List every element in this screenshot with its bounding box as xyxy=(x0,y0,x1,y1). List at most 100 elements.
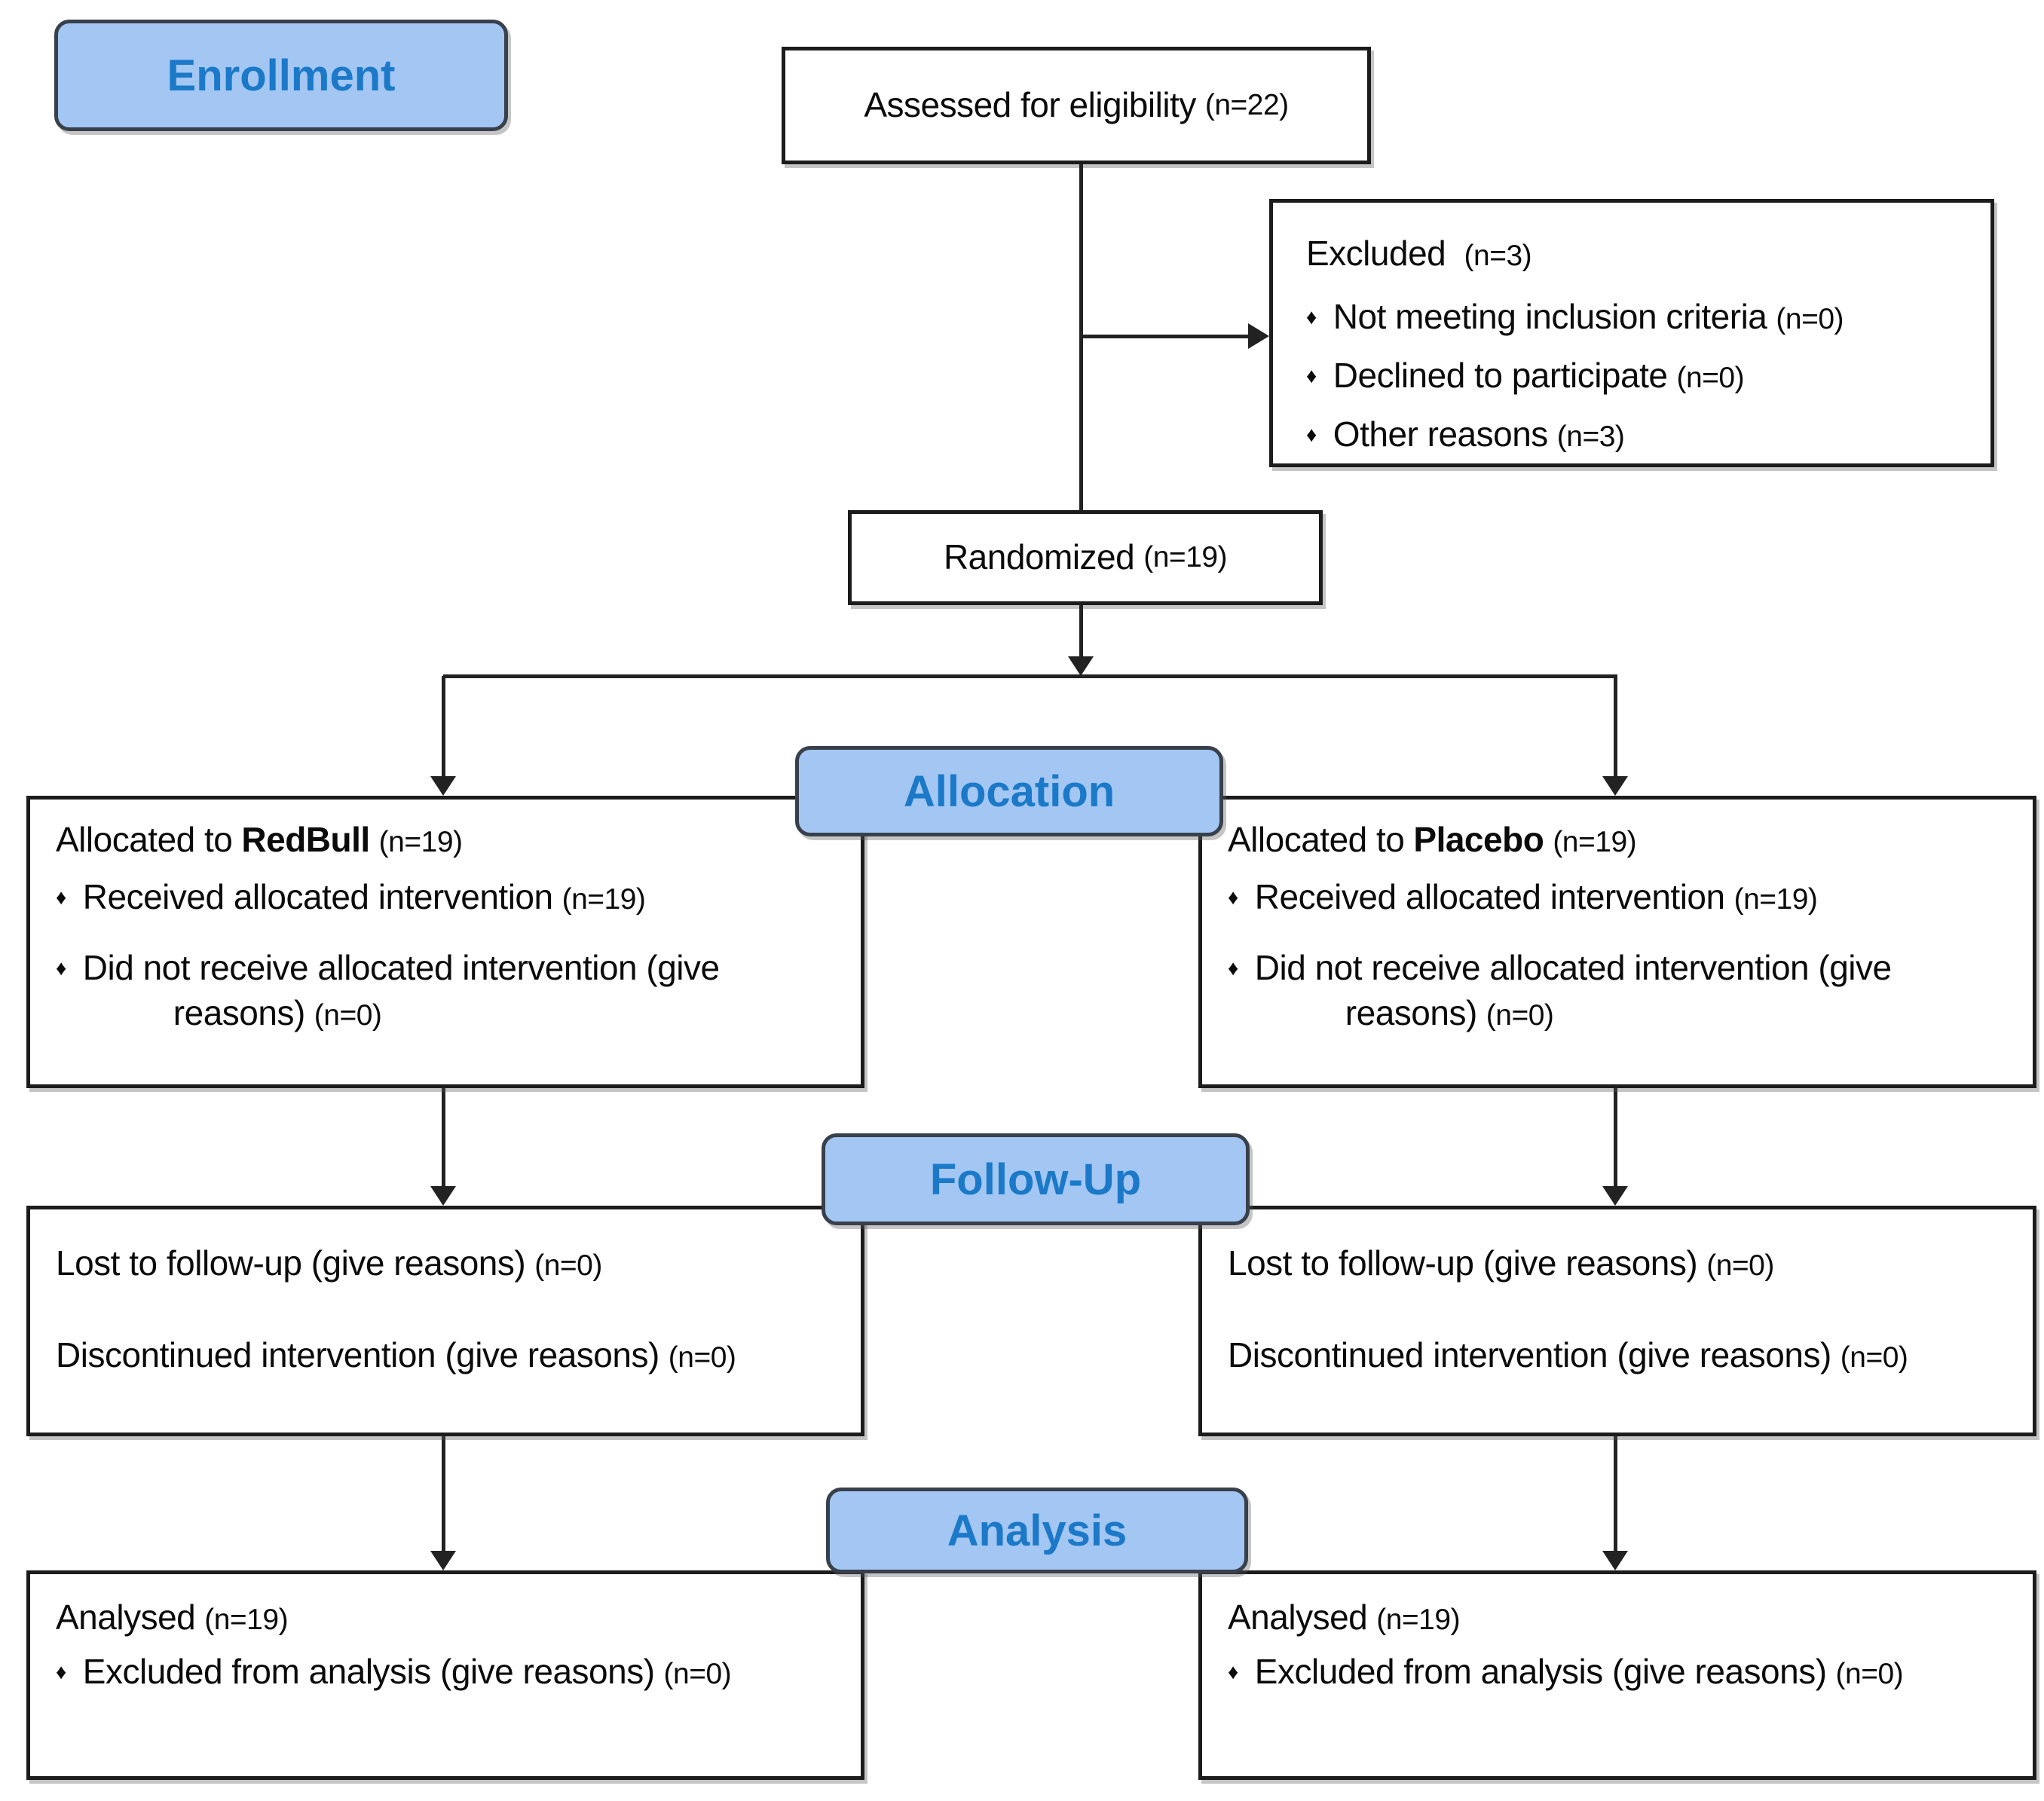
allocation-item-n: (n=19) xyxy=(561,882,646,916)
allocation-prefix: Allocated to xyxy=(56,820,233,859)
allocation-item: ♦ Received allocated intervention(n=19) xyxy=(1228,875,2010,920)
stage-label-text: Analysis xyxy=(947,1506,1128,1555)
bullet-diamond-icon: ♦ xyxy=(1306,363,1317,387)
arrow-down-icon xyxy=(1602,1186,1628,1206)
allocation-item: ♦ Received allocated intervention(n=19) xyxy=(56,875,838,920)
bullet-diamond-icon: ♦ xyxy=(1306,304,1317,329)
analysis-title-row: Analysed(n=19) xyxy=(56,1595,838,1640)
followup-line-n: (n=0) xyxy=(534,1249,602,1282)
followup-line-text: Lost to follow-up (give reasons) xyxy=(1228,1243,1698,1283)
allocation-arm: Placebo xyxy=(1413,820,1544,859)
stage-label-text: Enrollment xyxy=(167,50,396,100)
analysis-item-n: (n=0) xyxy=(1835,1657,1904,1690)
allocation-item-text: Received allocated intervention xyxy=(82,876,553,916)
bullet-diamond-icon: ♦ xyxy=(1306,422,1317,446)
analysis-title-row: Analysed(n=19) xyxy=(1228,1595,2010,1640)
followup-right-box: Lost to follow-up (give reasons)(n=0) Di… xyxy=(1198,1206,2036,1436)
excluded-n: (n=3) xyxy=(1464,240,1532,272)
analysis-item-text: Excluded from analysis (give reasons) xyxy=(1254,1651,1827,1691)
excluded-item-text: Not meeting inclusion criteria xyxy=(1333,296,1767,336)
bullet-diamond-icon: ♦ xyxy=(1228,885,1238,909)
stage-label-text: Allocation xyxy=(903,766,1115,816)
connector-line xyxy=(442,1436,445,1552)
analysis-title-n: (n=19) xyxy=(1376,1604,1461,1636)
connector-line xyxy=(1614,1436,1617,1552)
stage-label-allocation: Allocation xyxy=(795,746,1223,836)
assessed-n: (n=22) xyxy=(1204,89,1289,121)
allocation-item-n: (n=0) xyxy=(1486,998,1554,1032)
randomized-box: Randomized (n=19) xyxy=(848,510,1323,605)
assessed-box: Assessed for eligibility (n=22) xyxy=(782,47,1371,164)
allocation-item: ♦ Did not receive allocated intervention… xyxy=(56,946,838,1036)
allocation-item-text: Did not receive allocated intervention (… xyxy=(82,947,720,1032)
arrow-down-icon xyxy=(1602,1551,1628,1570)
analysis-item-text: Excluded from analysis (give reasons) xyxy=(82,1651,655,1691)
connector-line xyxy=(1081,335,1251,338)
arrow-down-icon xyxy=(430,1186,456,1206)
arrow-down-icon xyxy=(430,1551,456,1570)
connector-line xyxy=(442,676,445,777)
stage-label-followup: Follow-Up xyxy=(822,1133,1250,1225)
arrow-down-icon xyxy=(1068,656,1094,676)
allocation-item: ♦ Did not receive allocated intervention… xyxy=(1228,946,2010,1036)
followup-left-box: Lost to follow-up (give reasons)(n=0) Di… xyxy=(26,1206,864,1436)
bullet-diamond-icon: ♦ xyxy=(56,1659,66,1683)
analysis-title: Analysed xyxy=(56,1598,196,1637)
excluded-item: ♦ Not meeting inclusion criteria (n=0) xyxy=(1306,295,1968,340)
bullet-diamond-icon: ♦ xyxy=(56,885,66,909)
followup-line-n: (n=0) xyxy=(668,1341,736,1374)
followup-line: Discontinued intervention (give reasons)… xyxy=(56,1333,838,1378)
followup-line: Lost to follow-up (give reasons)(n=0) xyxy=(56,1241,838,1286)
excluded-item-n: (n=3) xyxy=(1556,420,1625,453)
analysis-item-n: (n=0) xyxy=(663,1657,732,1690)
analysis-item: ♦ Excluded from analysis (give reasons)(… xyxy=(56,1650,838,1695)
allocation-n: (n=19) xyxy=(1553,826,1637,858)
stage-label-analysis: Analysis xyxy=(826,1488,1248,1573)
analysis-right-box: Analysed(n=19) ♦ Excluded from analysis … xyxy=(1198,1570,2036,1780)
connector-line xyxy=(443,674,1617,678)
followup-line-n: (n=0) xyxy=(1706,1249,1774,1282)
randomized-text: Randomized xyxy=(943,537,1135,577)
stage-label-text: Follow-Up xyxy=(929,1154,1142,1204)
excluded-item-n: (n=0) xyxy=(1676,361,1745,394)
followup-line-n: (n=0) xyxy=(1840,1341,1908,1374)
excluded-item-text: Other reasons xyxy=(1333,414,1548,454)
analysis-title: Analysed xyxy=(1228,1598,1368,1637)
allocation-item-n: (n=0) xyxy=(314,998,382,1032)
assessed-text: Assessed for eligibility xyxy=(864,85,1196,125)
analysis-left-box: Analysed(n=19) ♦ Excluded from analysis … xyxy=(26,1570,864,1780)
allocation-prefix: Allocated to xyxy=(1228,820,1405,859)
followup-line: Discontinued intervention (give reasons)… xyxy=(1228,1333,2010,1378)
excluded-box: Excluded (n=3) ♦ Not meeting inclusion c… xyxy=(1269,199,1994,467)
connector-line xyxy=(1614,676,1617,777)
followup-line: Lost to follow-up (give reasons)(n=0) xyxy=(1228,1241,2010,1286)
randomized-n: (n=19) xyxy=(1143,541,1228,573)
followup-line-text: Discontinued intervention (give reasons) xyxy=(56,1335,659,1374)
allocation-item-text: Did not receive allocated intervention (… xyxy=(1254,947,1892,1032)
excluded-item-n: (n=0) xyxy=(1776,302,1844,335)
connector-line xyxy=(442,1088,445,1188)
connector-line xyxy=(1614,1088,1617,1188)
bullet-diamond-icon: ♦ xyxy=(56,956,66,980)
bullet-diamond-icon: ♦ xyxy=(1228,956,1238,980)
excluded-title: Excluded xyxy=(1306,234,1446,273)
allocation-item-n: (n=19) xyxy=(1733,882,1818,916)
arrow-down-icon xyxy=(430,776,456,796)
allocation-n: (n=19) xyxy=(378,826,463,858)
allocation-item-text: Received allocated intervention xyxy=(1254,876,1725,916)
excluded-title-row: Excluded (n=3) xyxy=(1306,231,1968,277)
followup-line-text: Discontinued intervention (give reasons) xyxy=(1228,1335,1831,1374)
connector-line xyxy=(1079,605,1083,658)
excluded-item: ♦ Other reasons(n=3) xyxy=(1306,412,1968,457)
stage-label-enrollment: Enrollment xyxy=(54,20,508,131)
followup-line-text: Lost to follow-up (give reasons) xyxy=(56,1243,526,1283)
analysis-title-n: (n=19) xyxy=(204,1604,289,1636)
arrow-down-icon xyxy=(1602,776,1628,796)
arrow-right-icon xyxy=(1248,323,1269,349)
bullet-diamond-icon: ♦ xyxy=(1228,1659,1238,1683)
allocation-arm: RedBull xyxy=(241,820,370,859)
